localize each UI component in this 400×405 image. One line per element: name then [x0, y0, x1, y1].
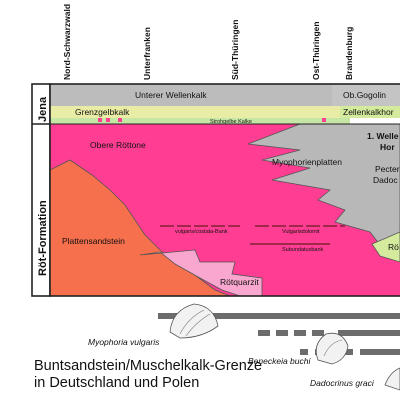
myophoria-shell-icon [169, 303, 219, 339]
caption-line-1: Buntsandstein/Muschelkalk-Grenze [34, 358, 263, 374]
dadocrinus-crinoid-icon [384, 367, 400, 391]
label-unterer-wellenkalk: Unterer Wellenkalk [135, 90, 207, 100]
label-plattensandstein: Plattensandstein [62, 236, 125, 246]
region-label-brandenburg: Brandenburg [344, 27, 354, 80]
ob-gogolin-band [332, 84, 400, 106]
region-label-unterfranken: Unterfranken [142, 27, 152, 80]
roet-right-patch [371, 231, 400, 263]
marker-3 [118, 118, 122, 122]
label-wellenkalk-horizont-2: Hor [380, 142, 395, 152]
label-vulgarisdolomit: Vulgarisdolomit [282, 229, 320, 235]
beneckeia-ammonite-icon [315, 332, 349, 365]
label-grenzgelbkalk: Grenzgelbkalk [75, 107, 130, 117]
plattensandstein-wedge [49, 159, 231, 297]
label-vulgaris-costata: vulgaris/costata-Bank [175, 229, 228, 235]
label-obere-roettone: Obere Röttone [90, 140, 146, 150]
fossil-label-myophoria: Myophoria vulgaris [88, 337, 160, 347]
grenzgelbkalk-band [50, 106, 340, 118]
label-strohgelbe-kalke: Strohgelbe Kalke [210, 119, 252, 125]
range-bar-middle [258, 330, 400, 336]
marker-4 [322, 118, 326, 122]
region-label-ost-thueringen: Ost-Thüringen [311, 21, 321, 80]
fossil-label-beneckeia: Beneckeia buchi [248, 356, 311, 366]
region-label-nord-schwarzwald: Nord-Schwarzwald [62, 4, 72, 80]
zellenkalk-band [340, 106, 400, 118]
label-myophorienplatten: Myophorienplatten [272, 157, 342, 167]
label-roetquarzit: Rötquarzit [220, 277, 259, 287]
label-pecten-1: Pecter [375, 164, 400, 174]
caption-line-2: in Deutschland und Polen [34, 375, 200, 391]
label-subundatusbank: Subundatusbank [282, 247, 324, 253]
region-label-sued-thueringen: Süd-Thüringen [230, 20, 240, 80]
side-label-roet-formation: Röt-Formation [37, 200, 49, 276]
range-bar-top [158, 313, 400, 319]
myophorienplatten-wedge [247, 123, 400, 251]
marker-1 [98, 118, 102, 122]
unterer-wellenkalk-band [50, 84, 400, 106]
label-pecten-2: Dadoc [373, 175, 398, 185]
fossil-label-dadocrinus: Dadocrinus graci [310, 378, 375, 388]
label-wellenkalk-horizont-1: 1. Welle [367, 131, 399, 141]
diagram-frame [49, 83, 400, 297]
label-roet-right: Rö [388, 242, 399, 252]
caption: Buntsandstein/Muschelkalk-Grenze in Deut… [34, 358, 262, 392]
label-zellenkalkhorizont: Zellenkalkhor [343, 107, 394, 117]
strohgelbe-kalke-band [50, 118, 350, 124]
range-bar-bottom [300, 349, 400, 355]
side-label-jena: Jena [37, 96, 49, 122]
label-ob-gogolin: Ob.Gogolin [343, 90, 386, 100]
marker-2 [106, 118, 110, 122]
